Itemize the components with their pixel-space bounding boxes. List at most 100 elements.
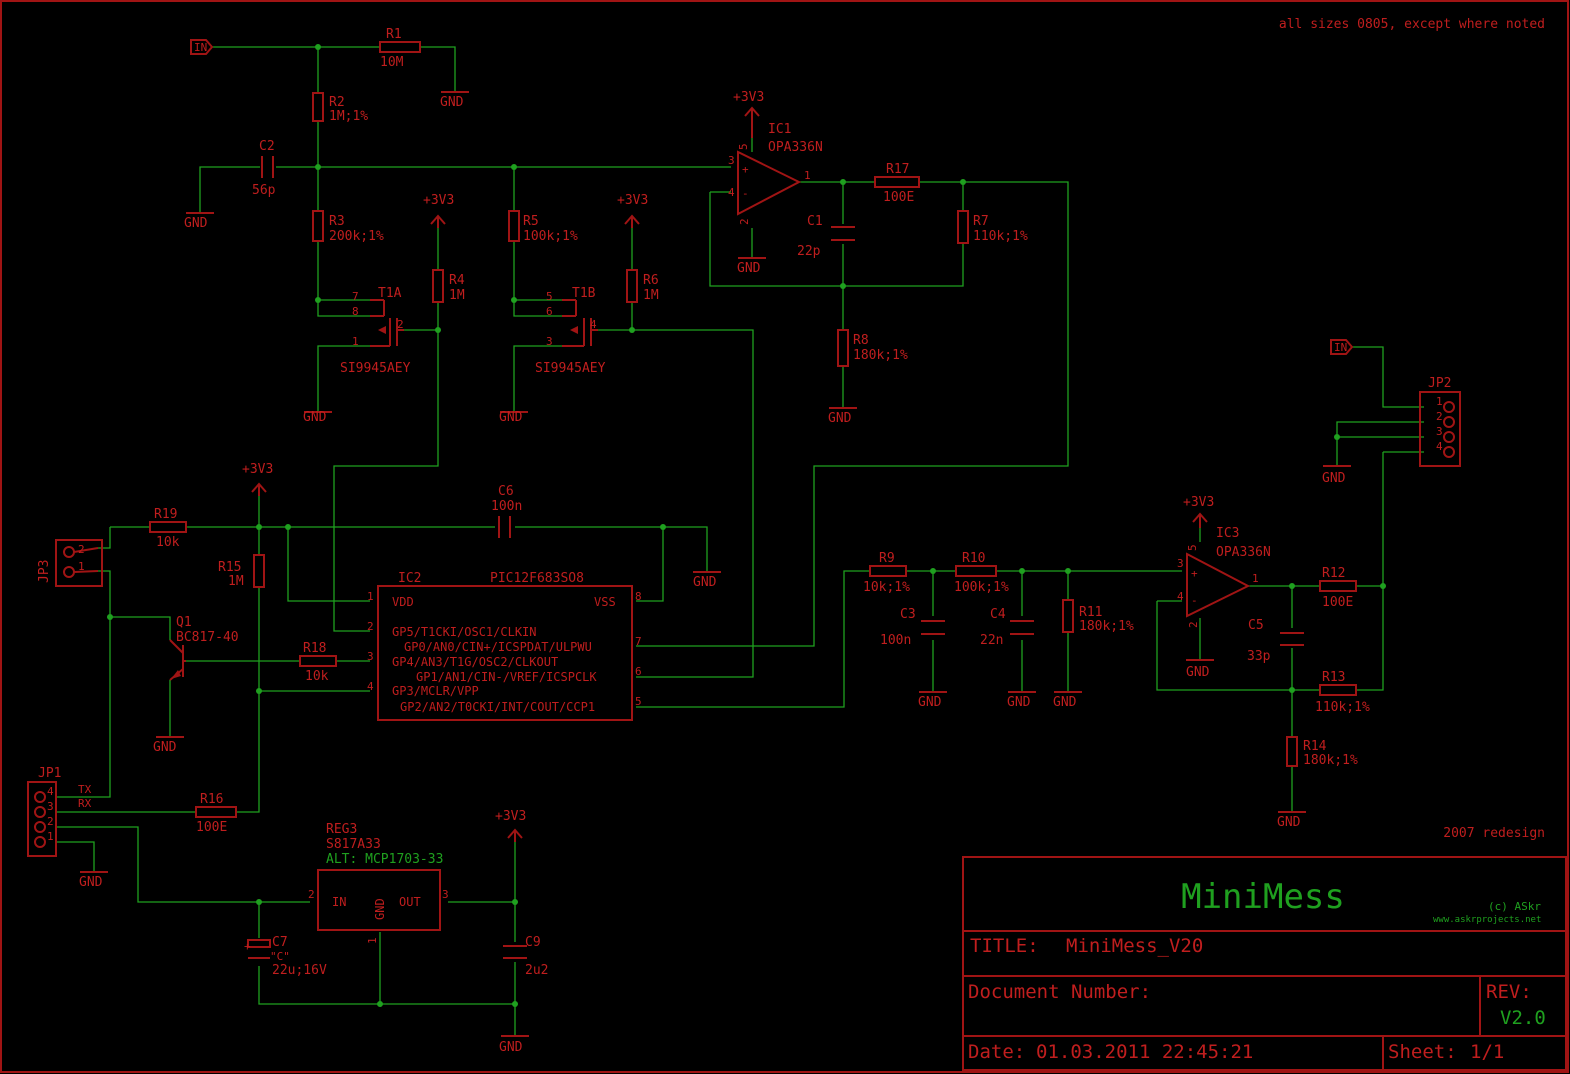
capacitor-c7[interactable]: + C7 "C" 22u;16V	[244, 935, 327, 978]
part-name: C4	[990, 607, 1006, 622]
part-value: 100n	[491, 499, 522, 514]
connector-jp3[interactable]: 2 1 JP3	[37, 539, 103, 587]
resistor-r5[interactable]: R5 100k;1%	[508, 210, 578, 244]
pin-gp2: GP2/AN2/T0CKI/INT/COUT/CCP1	[400, 700, 595, 714]
mosfet-t1b[interactable]: 5 6 3 4 T1B SI9945AEY	[535, 286, 606, 376]
resistor-r10[interactable]: R10 100k;1%	[954, 551, 1009, 595]
gnd-jp2[interactable]: GND	[1322, 465, 1351, 486]
part-value: 10M	[380, 55, 404, 70]
resistor-r4[interactable]: R4 1M	[432, 269, 465, 303]
regulator-reg3[interactable]: IN OUT GND 2 3 1 REG3 S817A33 ALT: MCP17…	[308, 822, 449, 944]
capacitor-c9[interactable]: C9 2u2	[503, 935, 548, 978]
part-value: BC817-40	[176, 630, 239, 645]
net-label-in-top[interactable]: IN	[190, 39, 214, 55]
gnd-reg[interactable]: GND	[499, 1035, 529, 1055]
part-value: 1M;1%	[329, 109, 368, 124]
supply-3v3-ic1[interactable]: +3V3	[733, 90, 764, 138]
svg-text:2: 2	[1436, 410, 1443, 423]
author-url: www.askrprojects.net	[1433, 915, 1541, 925]
svg-text:3: 3	[442, 888, 449, 901]
transistor-q1[interactable]: Q1 BC817-40	[169, 615, 239, 681]
capacitor-c2[interactable]: C2 56p	[252, 139, 276, 198]
resistor-r2[interactable]: R2 1M;1%	[312, 92, 368, 124]
gnd-c2[interactable]: GND	[184, 212, 214, 231]
resistor-r17[interactable]: R17 100E	[874, 162, 920, 205]
gnd-c4[interactable]: GND	[1007, 691, 1036, 710]
supply-3v3-r15[interactable]: +3V3	[242, 462, 273, 496]
resistor-r6[interactable]: R6 1M	[626, 269, 659, 303]
supply-3v3-r6[interactable]: +3V3	[617, 193, 648, 228]
gnd-t1b[interactable]: GND	[499, 410, 528, 425]
rev-label: REV:	[1486, 981, 1532, 1003]
capacitor-c4[interactable]: C4 22n	[980, 607, 1034, 648]
resistor-r11[interactable]: R11 180k;1%	[1062, 599, 1134, 634]
title-value: MiniMess_V20	[1066, 935, 1203, 957]
svg-text:2: 2	[47, 815, 54, 828]
part-name: C9	[525, 935, 541, 950]
part-value: OPA336N	[1216, 545, 1271, 560]
capacitor-c3[interactable]: C3 100n	[880, 607, 945, 648]
resistor-r8[interactable]: R8 180k;1%	[837, 329, 908, 367]
svg-text:7: 7	[635, 635, 642, 648]
supply-3v3-r4[interactable]: +3V3	[423, 193, 454, 228]
mosfet-t1a[interactable]: 7 8 1 2 T1A SI9945AEY	[340, 286, 411, 376]
pin-gp1: GP1/AN1/CIN-/VREF/ICSPCLK	[416, 670, 597, 684]
svg-text:1: 1	[1252, 572, 1259, 585]
resistor-r14[interactable]: R14 180k;1%	[1286, 736, 1358, 768]
part-name: C7	[272, 935, 288, 950]
connector-jp1[interactable]: 4 3 2 1 TX RX JP1	[27, 766, 92, 857]
document-number-label: Document Number:	[968, 981, 1151, 1003]
resistor-r1[interactable]: R1 10M	[379, 27, 421, 70]
gnd-label: GND	[918, 695, 942, 710]
gnd-c6[interactable]: GND	[693, 571, 721, 590]
part-value: SI9945AEY	[340, 361, 411, 376]
gnd-label: GND	[737, 261, 761, 276]
resistor-r12[interactable]: R12 100E	[1319, 566, 1357, 610]
gnd-t1a[interactable]: GND	[303, 410, 332, 425]
reg-pin-gnd: GND	[373, 898, 387, 920]
part-value: S817A33	[326, 837, 381, 852]
capacitor-c1[interactable]: C1 22p	[797, 214, 855, 259]
resistor-r9[interactable]: R9 10k;1%	[863, 551, 910, 595]
gnd-ic1[interactable]: GND	[737, 257, 766, 276]
svg-text:2: 2	[397, 318, 404, 331]
capacitor-c5[interactable]: C5 33p	[1247, 618, 1304, 664]
part-value: 56p	[252, 183, 276, 198]
gnd-r11[interactable]: GND	[1053, 691, 1082, 710]
svg-text:1: 1	[804, 169, 811, 182]
gnd-r8[interactable]: GND	[828, 407, 857, 426]
gnd-q1[interactable]: GND	[153, 736, 184, 755]
part-value: OPA336N	[768, 140, 823, 155]
resistor-r13[interactable]: R13 110k;1%	[1315, 670, 1370, 715]
supply-3v3-ic3[interactable]: +3V3	[1183, 495, 1214, 528]
gnd-c3[interactable]: GND	[918, 691, 947, 710]
net-label-in-jp2[interactable]: IN	[1330, 339, 1354, 355]
svg-text:1: 1	[78, 560, 85, 573]
part-value: 1M	[449, 288, 465, 303]
capacitor-c6[interactable]: C6 100n	[491, 484, 522, 538]
connector-jp2[interactable]: 1 2 3 4 JP2	[1419, 376, 1461, 467]
gnd-label: GND	[1322, 471, 1346, 486]
part-name: IC1	[768, 122, 791, 137]
title-block: MiniMess (c) ASkr www.askrprojects.net T…	[962, 856, 1567, 1071]
microcontroller-ic2[interactable]: IC2 PIC12F683SO8 1 2 3 4 8 7 6 5 VDD VSS…	[367, 571, 642, 721]
part-alt: ALT: MCP1703-33	[326, 852, 443, 867]
resistor-r15[interactable]: R15 1M	[218, 554, 265, 589]
gnd-r1[interactable]: GND	[440, 91, 469, 110]
supply-3v3-reg[interactable]: +3V3	[495, 809, 526, 842]
gnd-jp1[interactable]: GND	[79, 871, 108, 890]
resistor-r3[interactable]: R3 200k;1%	[312, 210, 384, 244]
resistor-r7[interactable]: R7 110k;1%	[957, 210, 1028, 244]
opamp-ic1[interactable]: + - 3 4 1 5 2 IC1 OPA336N	[728, 122, 823, 225]
gnd-r14[interactable]: GND	[1277, 811, 1306, 830]
resistor-r16[interactable]: R16 100E	[195, 792, 237, 835]
resistor-r18[interactable]: R18 10k	[299, 641, 337, 684]
supply-label: +3V3	[242, 462, 273, 477]
svg-text:1: 1	[47, 830, 54, 843]
part-value: 1M	[643, 288, 659, 303]
resistor-r19[interactable]: R19 10k	[149, 507, 187, 550]
gnd-ic3[interactable]: GND	[1186, 659, 1214, 680]
opamp-ic3[interactable]: + - 3 4 1 5 2 IC3 OPA336N	[1177, 526, 1271, 628]
svg-text:5: 5	[546, 290, 553, 303]
